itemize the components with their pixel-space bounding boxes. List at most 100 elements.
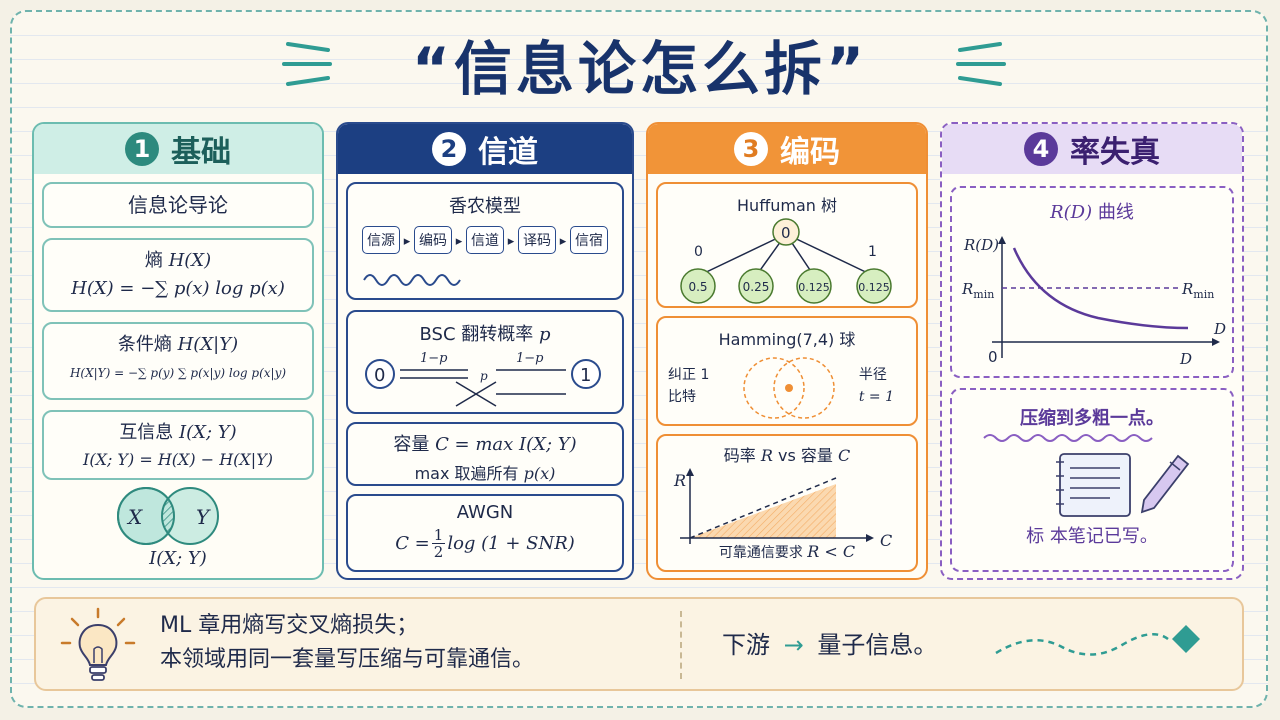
- bsc-node-1: [571, 359, 601, 389]
- capacity-note: max 取遍所有: [414, 464, 524, 483]
- card-awgn: AWGN C = 1 2 log (1 + SNR): [346, 494, 624, 572]
- next-arrow-icon: →: [783, 631, 804, 659]
- awgn-numerator: 1: [431, 526, 446, 544]
- hamming-left-line1: 纠正 1: [668, 367, 710, 383]
- panel-rate-distortion-header: 4 率失真: [942, 124, 1242, 174]
- bottom-banner: ML 章用熵写交叉熵损失； 本领域用同一套量写压缩与可靠通信。 下游 → 量子信…: [34, 597, 1244, 691]
- title-left-deco: [282, 42, 332, 86]
- rmin-right-label: Rmin: [1181, 280, 1214, 301]
- awgn-formula: C = 1 2 log (1 + SNR): [348, 527, 622, 560]
- panel-number-badge: 3: [734, 132, 768, 166]
- huffman-title: Huffuman 树: [737, 196, 837, 215]
- rd-origin: 0: [988, 348, 998, 366]
- huffman-leaf: 0.25: [738, 268, 774, 304]
- note-text: 标 本笔记已写。: [1026, 526, 1158, 547]
- rate-axis-c: C: [880, 531, 892, 550]
- bsc-diagram: 0 1 1−p 1−p p: [365, 351, 601, 407]
- venn-label-y: Y: [196, 505, 211, 529]
- huffman-leaf-label: 0.125: [858, 281, 890, 294]
- huffman-root-label: 0: [781, 224, 791, 242]
- card-intro: 信息论导论: [42, 182, 314, 228]
- shannon-title: 香农模型: [449, 196, 521, 217]
- chain-arrow-icon: ▸: [559, 234, 567, 249]
- next-topic: 下游 → 量子信息。: [722, 625, 937, 660]
- venn-label-x: X: [126, 505, 143, 529]
- chain-node-channel: 信道: [466, 226, 504, 254]
- panel-rate-distortion-title: 率失真: [1070, 135, 1160, 170]
- card-intro-text: 信息论导论: [128, 193, 228, 217]
- rate-vs: vs 容量: [778, 446, 838, 465]
- mi-name: 互信息: [119, 422, 180, 443]
- huffman-leaf-label: 0.125: [798, 281, 830, 294]
- rd-curve: [1012, 247, 1189, 330]
- rd-axis-x2: D: [1213, 320, 1226, 338]
- huffman-leaf-label: 0.5: [688, 280, 707, 294]
- panel-coding-header: 3 编码: [648, 124, 926, 174]
- title-right-deco: [956, 42, 1006, 86]
- bottom-divider: [680, 611, 682, 679]
- panel-number-badge: 2: [432, 132, 466, 166]
- card-rate-vs-capacity: 码率 R vs 容量 C R C 可靠通信要求 R < C: [656, 434, 918, 572]
- hamming-title: Hamming(7,4) 球: [718, 330, 856, 349]
- card-bsc: BSC 翻转概率 p 0 1 1−p 1−p p: [346, 310, 624, 414]
- awgn-denominator: 2: [433, 543, 444, 561]
- panel-channel-title: 信道: [478, 135, 538, 170]
- notebook-pencil-icon: [1056, 453, 1190, 517]
- venn-diagram: X Y: [117, 487, 219, 545]
- panel-coding: 3 编码 Huffuman 树 0 0 1 0.5 0.25 0.125: [646, 122, 928, 580]
- chain-arrow-icon: ▸: [403, 234, 411, 249]
- shannon-chain: 信源▸编码▸信道▸译码▸信宿: [348, 226, 622, 254]
- card-capacity: 容量 C = max I(X; Y) max 取遍所有 p(x): [346, 422, 624, 486]
- bsc-edge-top-right: 1−p: [516, 351, 544, 366]
- rate-requirement: 可靠通信要求: [718, 545, 808, 561]
- cond-entropy-symbol: H(X|Y): [177, 334, 239, 355]
- chain-node-sink: 信宿: [570, 226, 608, 254]
- hamming-right-line2: t = 1: [858, 389, 894, 405]
- card-huffman: Huffuman 树 0 0 1 0.5 0.25 0.125: [656, 182, 918, 308]
- next-target: 量子信息。: [817, 631, 938, 659]
- next-label: 下游: [722, 631, 770, 659]
- rmin-left-label: Rmin: [961, 280, 994, 301]
- dashed-path-icon: [995, 625, 1200, 656]
- panel-channel: 2 信道 香农模型 信源▸编码▸信道▸译码▸信宿 BSC 翻转概率 p 0 1 …: [336, 122, 634, 580]
- lightbulb-icon: [60, 607, 136, 681]
- card-rd-curve: R(D) 曲线 R(D) 0 D D Rmin Rmin: [950, 186, 1234, 378]
- entropy-formula: H(X) = −∑ p(x) log p(x): [71, 278, 285, 299]
- capacity-label: 容量: [393, 434, 436, 455]
- rate-requirement-formula: R < C: [807, 542, 856, 561]
- chain-node-source: 信源: [362, 226, 400, 254]
- mi-formula: I(X; Y) = H(X) − H(X|Y): [83, 450, 273, 469]
- hamming-spheres: [743, 357, 835, 419]
- rd-curve-plot: R(D) 0 D D Rmin Rmin: [961, 236, 1226, 368]
- panel-number-badge: 4: [1024, 132, 1058, 166]
- hamming-right-text: 半径 t = 1: [859, 364, 894, 408]
- awgn-title: AWGN: [456, 502, 514, 523]
- rd-axis-x: D: [1179, 350, 1192, 368]
- awgn-formula-left: C =: [395, 533, 430, 554]
- rate-symbol-c: C: [837, 446, 851, 465]
- bottom-line2: 本领域用同一套量写压缩与可靠通信。: [160, 647, 535, 672]
- chain-arrow-icon: ▸: [507, 234, 515, 249]
- bottom-line1: ML 章用熵写交叉熵损失；: [160, 613, 419, 638]
- chain-arrow-icon: ▸: [455, 234, 463, 249]
- huffman-leaf: 0.5: [680, 268, 716, 304]
- bsc-node-1-label: 1: [580, 365, 591, 386]
- bsc-node-0-label: 0: [374, 365, 385, 386]
- wavy-underline: [983, 434, 1153, 442]
- rate-axis-r: R: [673, 471, 686, 490]
- diamond-icon: [1172, 625, 1200, 653]
- awgn-fraction: 1 2: [431, 526, 446, 561]
- huffman-root: [772, 218, 800, 246]
- bsc-node-0: [365, 359, 395, 389]
- panel-number-badge: 1: [125, 132, 159, 166]
- huffman-edge-right: 1: [868, 244, 877, 260]
- card-hamming: Hamming(7,4) 球 纠正 1 比特 半径 t = 1: [656, 316, 918, 426]
- huffman-tree: 0 0 1 0.5 0.25 0.125 0.125: [680, 218, 892, 304]
- panel-channel-header: 2 信道: [338, 124, 632, 174]
- rate-title: 码率: [723, 446, 761, 465]
- bottom-text: ML 章用熵写交叉熵损失； 本领域用同一套量写压缩与可靠通信。: [160, 609, 534, 677]
- hamming-left-text: 纠正 1 比特: [668, 364, 709, 408]
- card-shannon-model: 香农模型 信源▸编码▸信道▸译码▸信宿: [346, 182, 624, 300]
- bsc-title: BSC 翻转概率: [419, 324, 539, 345]
- card-entropy: 熵 H(X) H(X) = −∑ p(x) log p(x): [42, 238, 314, 312]
